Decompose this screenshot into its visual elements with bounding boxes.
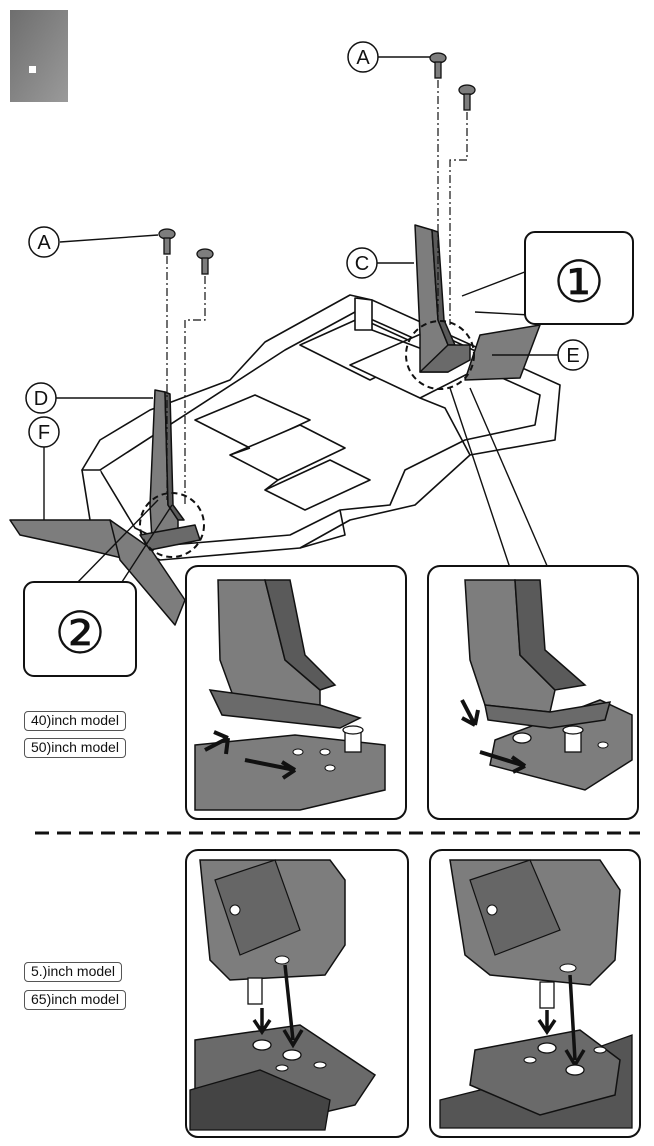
- model-label-5: 5.)inch model: [24, 962, 123, 982]
- step-2-callout: ②: [23, 581, 137, 677]
- callout-e: E: [557, 339, 589, 371]
- svg-text:F: F: [38, 422, 50, 444]
- leader-lines: [166, 80, 468, 505]
- callout-a-left: A: [28, 226, 60, 258]
- svg-text:A: A: [356, 47, 370, 69]
- callout-c: C: [346, 247, 378, 279]
- svg-text:A: A: [37, 232, 51, 254]
- model-label-50: 50)inch model: [24, 738, 126, 758]
- callout-f: F: [28, 416, 60, 448]
- screw-icon: [158, 52, 476, 275]
- svg-text:②: ②: [54, 601, 106, 666]
- detail-panel-1: [185, 565, 407, 820]
- model-label-65: 65)inch model: [24, 990, 126, 1010]
- svg-text:E: E: [566, 345, 579, 367]
- model-label-40: 40)inch model: [24, 711, 126, 731]
- svg-text:①: ①: [553, 250, 605, 315]
- svg-text:D: D: [34, 388, 48, 410]
- svg-text:C: C: [355, 253, 369, 275]
- detail-circle-left: [139, 492, 205, 558]
- detail-circle-right: [405, 320, 475, 390]
- callout-d: D: [25, 382, 57, 414]
- detail-panel-3: [185, 849, 409, 1138]
- right-stand-neck: [414, 224, 541, 381]
- callout-leaders: [43, 56, 558, 586]
- step-1-callout: ①: [524, 231, 634, 325]
- detail-panel-2: [427, 565, 639, 820]
- detail-panel-4: [429, 849, 641, 1138]
- left-stand-neck: [9, 389, 201, 626]
- step-badge-icon: [10, 10, 68, 102]
- callout-a-top: A: [347, 41, 379, 73]
